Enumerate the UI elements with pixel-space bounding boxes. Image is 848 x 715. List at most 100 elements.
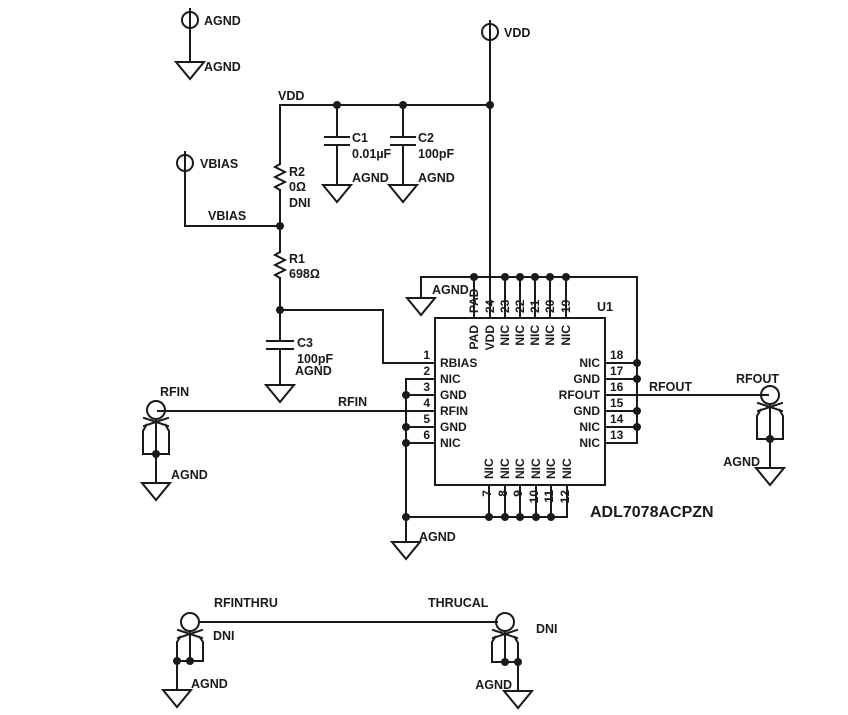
ground-label: AGND [723, 455, 760, 469]
ground-symbol-icon [503, 690, 533, 709]
ground-label: AGND [352, 171, 389, 185]
ground-label: AGND [419, 530, 456, 544]
pin-name: NIC [498, 458, 512, 479]
pin-number: 13 [610, 428, 624, 442]
testpoint-circle-icon [176, 154, 194, 172]
r2-refdes: R2 [289, 165, 305, 179]
wire-rbias [279, 309, 436, 364]
junction-dot [633, 407, 641, 415]
testpoint-vbias: VBIAS VBIAS [176, 151, 284, 230]
pin-name: NIC [579, 436, 600, 450]
ground-label: AGND [204, 60, 241, 74]
pin-name: PAD [467, 325, 481, 350]
wire-vbias [184, 151, 281, 227]
pin-name: NIC [544, 458, 558, 479]
pin-name: NIC [528, 325, 542, 346]
ground-symbol-icon [162, 689, 192, 708]
pin-name: NIC [579, 420, 600, 434]
junction-dot [402, 439, 410, 447]
net-label-rfout: RFOUT [649, 380, 692, 394]
c1-value: 0.01µF [352, 147, 392, 161]
coax-connector-rfout: RFOUT RFOUT AGND [604, 372, 785, 486]
pin-name: NIC [440, 372, 461, 386]
c2-refdes: C2 [418, 131, 434, 145]
r1-refdes: R1 [289, 252, 305, 266]
ic-bottom-pins: AGND 7 8 9 10 11 12 NIC NIC NIC NIC NIC … [391, 458, 574, 560]
ground-label: AGND [191, 677, 228, 691]
top-ground-rail: AGND [406, 273, 638, 319]
ground-label: AGND [171, 468, 208, 482]
pin-number: 24 [483, 299, 497, 313]
ic-top-pins: PAD 24 23 22 21 20 19 PAD VDD NIC NIC NI… [467, 288, 573, 350]
c3-value: 100pF [297, 352, 333, 366]
ground-symbol-icon [755, 467, 785, 486]
pin-number: 2 [423, 364, 430, 378]
testpoint-agnd: AGND AGND [175, 8, 241, 80]
thrucal-dni-note: DNI [536, 622, 558, 636]
r1-value: 698Ω [289, 267, 320, 281]
testpoint-agnd-label: AGND [204, 14, 241, 28]
pin-number: 22 [513, 299, 527, 313]
ground-symbol-icon [406, 297, 436, 316]
pin-number: 21 [528, 299, 542, 313]
resistor-zigzag-icon [272, 251, 288, 279]
rfin-connector-label: RFIN [160, 385, 189, 399]
pin-number: 20 [543, 299, 557, 313]
vdd-rail: VDD [278, 89, 491, 109]
coax-connector-thrucal: THRUCAL DNI AGND [428, 596, 558, 709]
pin-name: GND [573, 372, 600, 386]
pin-number: 15 [610, 396, 624, 410]
pin-name: NIC [440, 436, 461, 450]
pin-number: 7 [480, 490, 494, 497]
ic-refdes: U1 [597, 300, 613, 314]
ground-symbol-icon [322, 184, 352, 203]
pin-name: GND [440, 420, 467, 434]
c1-refdes: C1 [352, 131, 368, 145]
capacitor-c1: C1 0.01µF AGND [322, 104, 392, 203]
coax-connector-rfinthru: RFINTHRU DNI AGND [162, 596, 498, 708]
ground-label: AGND [295, 364, 332, 378]
ground-symbol-icon [388, 184, 418, 203]
junction-dot [485, 513, 493, 521]
junction-dot [516, 513, 524, 521]
pin-number: 4 [423, 396, 430, 410]
r2-dni-note: DNI [289, 196, 311, 210]
pin-name: NIC [498, 325, 512, 346]
pin-number: 8 [496, 490, 510, 497]
pin-name: NIC [513, 458, 527, 479]
junction-dot [532, 513, 540, 521]
junction-dot [633, 423, 641, 431]
ic-part-number: ADL7078ACPZN [590, 504, 714, 521]
rfout-connector-label: RFOUT [736, 372, 779, 386]
thrucal-connector-label: THRUCAL [428, 596, 489, 610]
pin-name: GND [440, 388, 467, 402]
junction-dot [501, 658, 509, 666]
connector-circle-icon [495, 612, 515, 632]
pin-number: 9 [511, 490, 525, 497]
pin-name: RFIN [440, 404, 468, 418]
junction-dot [402, 423, 410, 431]
pin-number: 23 [498, 299, 512, 313]
testpoint-vdd-label: VDD [504, 26, 530, 40]
capacitor-c2: C2 100pF AGND [388, 104, 455, 203]
ic-left-pins: 1 2 3 4 5 6 RBIAS NIC GND RFIN GND NIC [402, 348, 477, 518]
pin-name: NIC [529, 458, 543, 479]
junction-dot [186, 657, 194, 665]
pin-number: 10 [527, 490, 541, 504]
ground-label: AGND [432, 283, 469, 297]
pin-number: 1 [423, 348, 430, 362]
capacitor-c3: C3 100pF AGND [265, 306, 436, 403]
testpoint-vdd: VDD [481, 20, 530, 319]
coax-connector-rfin: RFIN RFIN AGND [141, 385, 436, 501]
pin-name: NIC [513, 325, 527, 346]
pin-number: 16 [610, 380, 624, 394]
ground-symbol-icon [175, 61, 205, 80]
junction-dot [633, 375, 641, 383]
pin-number: 5 [423, 412, 430, 426]
c2-value: 100pF [418, 147, 454, 161]
junction-dot [501, 513, 509, 521]
pin-name: GND [573, 404, 600, 418]
pin-name: NIC [579, 356, 600, 370]
pin-name: NIC [559, 325, 573, 346]
